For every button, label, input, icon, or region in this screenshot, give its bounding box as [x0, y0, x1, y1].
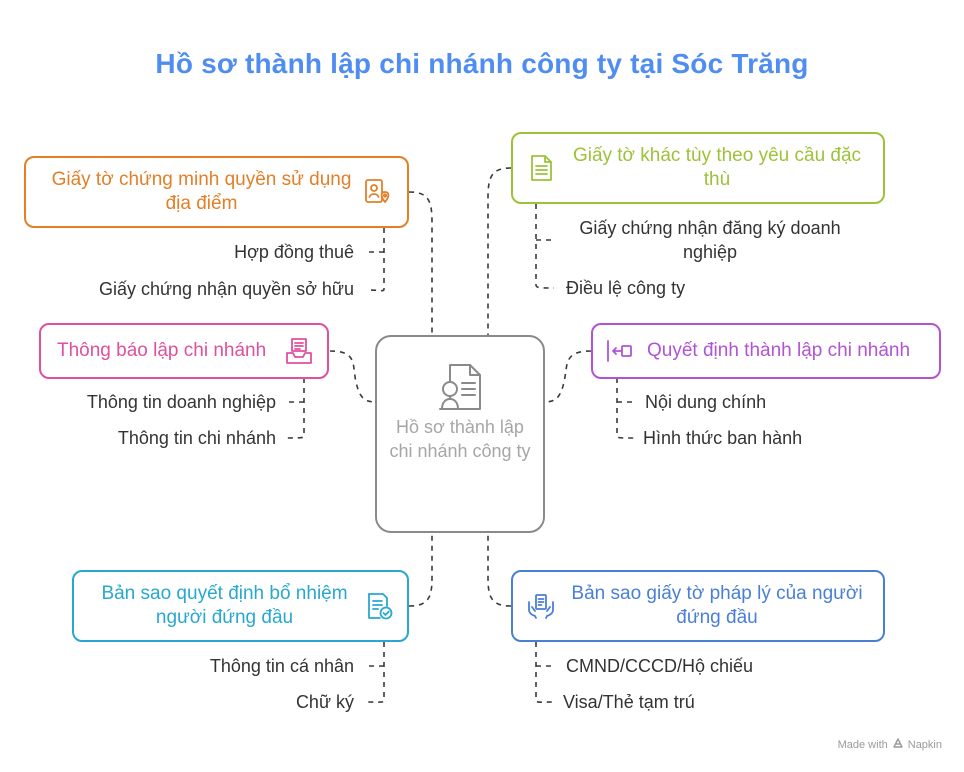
legal-item-1: CMND/CCCD/Hộ chiếu	[566, 656, 754, 676]
made-with-footer: Made with Napkin	[838, 737, 942, 752]
center-label: Hồ sơ thành lập chi nhánh công ty	[389, 417, 531, 461]
arrow-into-box-icon	[603, 335, 635, 367]
checked-document-icon	[363, 590, 395, 622]
branch-decision-label: Quyết định thành lập chi nhánh	[647, 340, 911, 361]
made-with-label: Made with	[837, 738, 888, 751]
center-node: Hồ sơ thành lập chi nhánh công ty	[375, 335, 545, 533]
legal-item-2: Visa/Thẻ tạm trú	[563, 692, 695, 712]
appointment-item-1: Thông tin cá nhân	[209, 656, 354, 676]
napkin-logo-icon	[892, 737, 904, 752]
branch-decision-box: Quyết định thành lập chi nhánh	[591, 323, 941, 379]
decision-item-2: Hình thức ban hành	[643, 428, 803, 448]
connector-appointment	[408, 531, 433, 607]
notice-item-2: Thông tin chi nhánh	[117, 428, 276, 448]
connector-other-items	[535, 204, 555, 289]
other-item-1: Giấy chứng nhận đăng ký doanh nghiệp	[579, 218, 841, 262]
appointment-item-2: Chữ ký	[295, 692, 354, 712]
location-document-icon	[361, 176, 393, 208]
napkin-brand-label: Napkin	[907, 738, 942, 751]
branch-other-box: Giấy tờ khác tùy theo yêu cầu đặc thù	[511, 132, 885, 204]
connector-appointment-items	[365, 642, 385, 703]
connector-location	[408, 191, 433, 337]
branch-legal-box: Bản sao giấy tờ pháp lý của người đứng đ…	[511, 570, 885, 642]
branch-location-box: Giấy tờ chứng minh quyền sử dụng địa điể…	[24, 156, 409, 228]
inbox-document-icon	[283, 335, 315, 367]
connector-notice	[329, 350, 378, 403]
location-item-2: Giấy chứng nhận quyền sở hữu	[98, 279, 354, 299]
notice-item-1: Thông tin doanh nghiệp	[86, 392, 276, 412]
location-item-1: Hợp đồng thuê	[234, 242, 354, 262]
other-item-2: Điều lệ công ty	[566, 278, 686, 298]
branch-notice-box: Thông báo lập chi nhánh	[39, 323, 329, 379]
connector-decision	[542, 350, 592, 403]
connector-location-items	[365, 228, 385, 292]
branch-legal-label: Bản sao giấy tờ pháp lý của người đứng đ…	[571, 583, 863, 628]
document-lines-icon	[525, 152, 557, 184]
page-title: Hồ sơ thành lập chi nhánh công ty tại Só…	[155, 48, 809, 79]
connector-other	[487, 167, 512, 337]
branch-other-label: Giấy tờ khác tùy theo yêu cầu đặc thù	[572, 145, 862, 190]
connector-legal	[487, 531, 512, 607]
connector-decision-items	[616, 378, 635, 439]
hands-document-icon	[525, 590, 557, 622]
branch-appointment-label: Bản sao quyết định bổ nhiệm người đứng đ…	[101, 583, 348, 628]
connector-legal-items	[535, 642, 555, 703]
branch-location-label: Giấy tờ chứng minh quyền sử dụng địa điể…	[51, 169, 352, 214]
connector-notice-items	[285, 378, 305, 439]
branch-notice-label: Thông báo lập chi nhánh	[57, 340, 267, 361]
decision-item-1: Nội dung chính	[645, 392, 767, 412]
document-seal-icon	[434, 359, 490, 415]
branch-appointment-box: Bản sao quyết định bổ nhiệm người đứng đ…	[72, 570, 409, 642]
